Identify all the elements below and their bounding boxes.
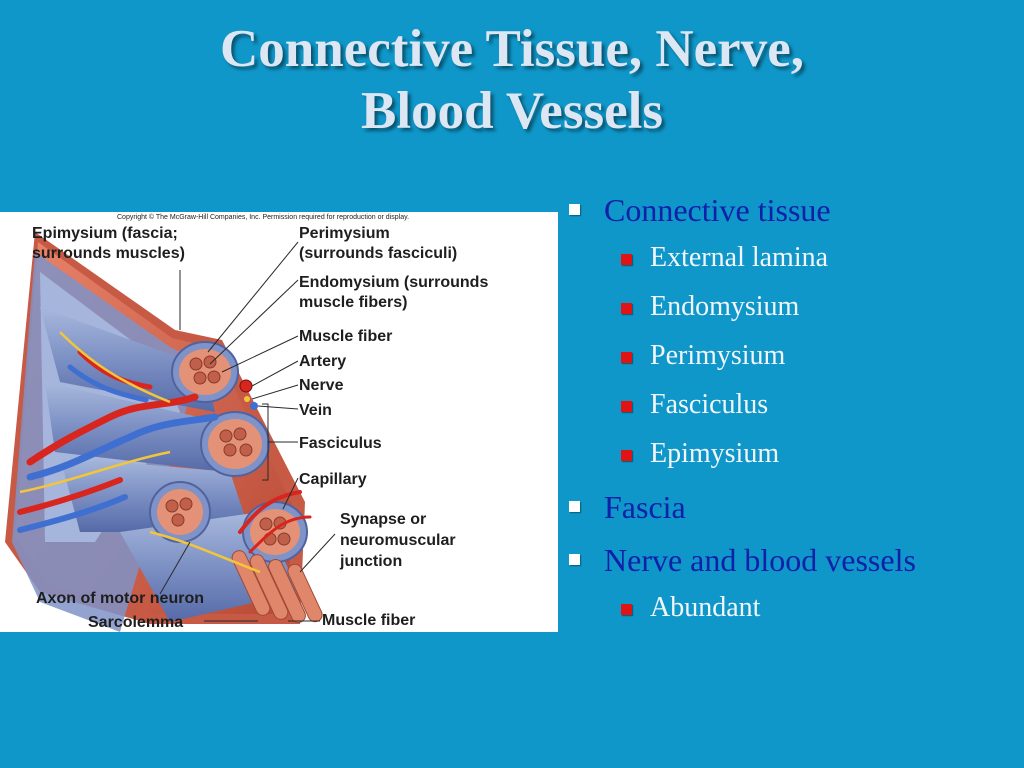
label-vein: Vein	[299, 402, 332, 419]
artery-section	[239, 379, 253, 393]
sub-bullet-list: External lamina Endomysium Perimysium Fa…	[604, 238, 1016, 474]
label-muscle-fiber-top: Muscle fiber	[299, 328, 392, 345]
label-muscle-fiber-bottom: Muscle fiber	[322, 612, 415, 629]
bullet-fascia: Fascia	[566, 487, 1016, 527]
muscle-anatomy-figure: Copyright © The McGraw-Hill Companies, I…	[0, 212, 558, 632]
nerve-fibers	[19, 331, 261, 574]
square-bullet-icon	[621, 401, 632, 412]
fasciculus-tube-2	[45, 382, 225, 472]
square-bullet-icon	[621, 303, 632, 314]
sub-bullet-text: Abundant	[650, 592, 761, 623]
sub-bullet-external-lamina: External lamina	[604, 238, 1016, 278]
sub-bullet-fasciculus: Fasciculus	[604, 385, 1016, 425]
label-capillary: Capillary	[299, 471, 367, 488]
bullet-text: Connective tissue	[604, 192, 831, 228]
sub-bullet-endomysium: Endomysium	[604, 287, 1016, 327]
label-epimysium-2: surrounds muscles)	[32, 245, 185, 262]
slide-title: Connective Tissue, Nerve, Blood Vessels	[0, 18, 1024, 142]
bullet-text: Nerve and blood vessels	[604, 542, 916, 578]
label-synapse-1: Synapse or	[340, 511, 426, 528]
label-artery: Artery	[299, 353, 346, 370]
label-nerve: Nerve	[299, 377, 344, 394]
figure-labels: Epimysium (fascia; surrounds muscles) Pe…	[32, 225, 488, 631]
square-bullet-icon	[621, 254, 632, 265]
muscle-fibers-section-1	[179, 349, 231, 395]
muscle-anatomy-illustration: Copyright © The McGraw-Hill Companies, I…	[5, 213, 488, 632]
bullet-connective-tissue: Connective tissue External lamina Endomy…	[566, 190, 1016, 474]
bullet-text: Fascia	[604, 489, 686, 525]
sub-bullet-text: Fasciculus	[650, 389, 769, 420]
bullet-list: Connective tissue External lamina Endomy…	[566, 190, 1016, 641]
muscle-fibers-section-4	[250, 509, 300, 555]
label-perimysium-1: Perimysium	[299, 225, 390, 242]
square-bullet-icon	[621, 450, 632, 461]
label-axon: Axon of motor neuron	[36, 590, 204, 607]
label-endomysium-1: Endomysium (surrounds	[299, 274, 488, 291]
square-bullet-icon	[569, 204, 580, 215]
muscle-fibers-section-3	[157, 489, 203, 535]
label-synapse-3: junction	[339, 553, 402, 570]
muscle-fibers-section-2	[208, 419, 262, 469]
square-bullet-icon	[569, 501, 580, 512]
title-line-1: Connective Tissue, Nerve,	[220, 20, 804, 78]
nerve-section	[244, 396, 250, 402]
title-line-2: Blood Vessels	[361, 82, 663, 140]
fasciculus-tube-1	[40, 307, 215, 412]
label-endomysium-2: muscle fibers)	[299, 294, 407, 311]
vein-section	[250, 402, 258, 410]
figure-copyright: Copyright © The McGraw-Hill Companies, I…	[117, 213, 409, 221]
bullet-nerve-and-blood-vessels: Nerve and blood vessels Abundant	[566, 540, 1016, 628]
label-synapse-2: neuromuscular	[340, 532, 456, 549]
square-bullet-icon	[621, 604, 632, 615]
sub-bullet-perimysium: Perimysium	[604, 336, 1016, 376]
square-bullet-icon	[621, 352, 632, 363]
label-epimysium-1: Epimysium (fascia;	[32, 225, 178, 242]
sub-bullet-abundant: Abundant	[604, 588, 1016, 628]
sub-bullet-list: Abundant	[604, 588, 1016, 628]
sub-bullet-text: Endomysium	[650, 291, 800, 322]
sub-bullet-text: External lamina	[650, 242, 829, 273]
square-bullet-icon	[569, 554, 580, 565]
sub-bullet-text: Epimysium	[650, 438, 780, 469]
label-fasciculus: Fasciculus	[299, 435, 382, 452]
leader-lines	[159, 241, 336, 622]
label-perimysium-2: (surrounds fasciculi)	[299, 245, 457, 262]
sub-bullet-epimysium: Epimysium	[604, 434, 1016, 474]
sub-bullet-text: Perimysium	[650, 340, 786, 371]
label-sarcolemma: Sarcolemma	[88, 614, 183, 631]
